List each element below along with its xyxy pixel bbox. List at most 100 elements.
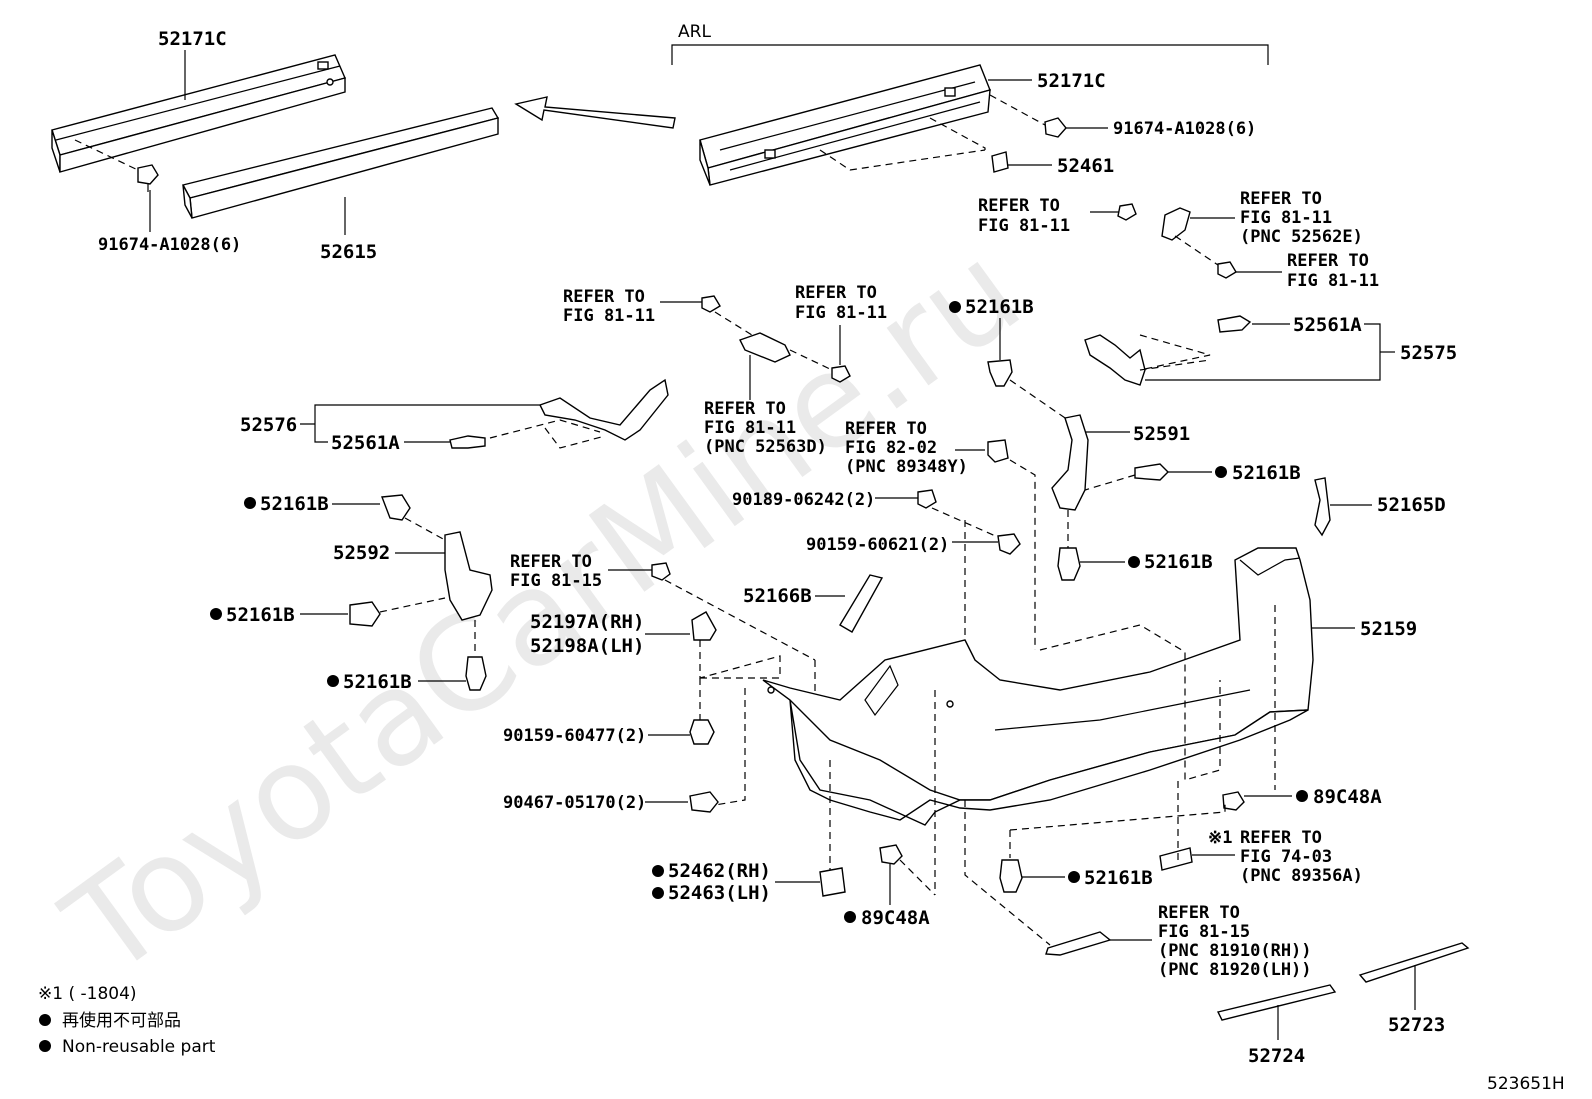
refer-g-line2: FIG 82-02 bbox=[845, 438, 937, 458]
part-reinforcement-left bbox=[51, 54, 346, 173]
clip-90467-icon bbox=[689, 791, 719, 813]
non-reusable-marker bbox=[949, 301, 961, 313]
part-52462-cap bbox=[819, 867, 846, 897]
label-52576: 52576 bbox=[240, 414, 297, 436]
part-bracket-89348y bbox=[987, 439, 1009, 463]
label-52461: 52461 bbox=[1057, 155, 1114, 177]
refer-f-line3: (PNC 52563D) bbox=[704, 437, 827, 457]
refer-j-line4: (PNC 81920(LH)) bbox=[1158, 960, 1312, 980]
label-52723: 52723 bbox=[1388, 1014, 1445, 1036]
label-52197a: 52197A(RH) bbox=[530, 611, 644, 633]
label-52171c-right: 52171C bbox=[1037, 70, 1106, 92]
non-reusable-marker bbox=[244, 497, 256, 509]
label-52463: 52463(LH) bbox=[668, 882, 771, 904]
bolt-icon bbox=[831, 365, 851, 383]
arrow-icon bbox=[514, 96, 676, 129]
bolt-91674-left bbox=[137, 164, 159, 192]
refer-i-line2: FIG 74-03 bbox=[1240, 847, 1332, 867]
refer-i-line1: REFER TO bbox=[1240, 828, 1322, 848]
label-52592: 52592 bbox=[333, 542, 390, 564]
part-reinforcement-right bbox=[699, 64, 991, 186]
label-52561a-left: 52561A bbox=[331, 432, 400, 454]
refer-j-line3: (PNC 81910(RH)) bbox=[1158, 941, 1312, 961]
label-52198a: 52198A(LH) bbox=[530, 635, 644, 657]
non-reusable-marker bbox=[652, 865, 664, 877]
refer-i-line3: (PNC 89356A) bbox=[1240, 866, 1363, 886]
clip-icon bbox=[701, 295, 721, 313]
label-89c48a-right: 89C48A bbox=[1313, 786, 1382, 808]
refer-d-line2: FIG 81-11 bbox=[563, 306, 655, 326]
refer-b-line3: (PNC 52562E) bbox=[1240, 227, 1363, 247]
part-52461 bbox=[991, 151, 1009, 173]
clip-89c48a-icon bbox=[879, 844, 903, 865]
part-bracket-52575 bbox=[1084, 334, 1146, 386]
legend-non-reusable-jp: 再使用不可部品 bbox=[62, 1010, 181, 1031]
non-reusable-marker bbox=[1296, 790, 1308, 802]
part-52166b bbox=[839, 574, 884, 633]
non-reusable-marker bbox=[210, 608, 222, 620]
refer-f-line1: REFER TO bbox=[704, 399, 786, 419]
label-90159-60621: 90159-60621(2) bbox=[806, 535, 949, 555]
non-reusable-marker bbox=[39, 1014, 51, 1026]
refer-i-mark: ※1 bbox=[1208, 828, 1232, 848]
label-89c48a-bottom: 89C48A bbox=[861, 907, 930, 929]
refer-h-line2: FIG 81-15 bbox=[510, 571, 602, 591]
refer-a-line1: REFER TO bbox=[978, 196, 1060, 216]
part-bumper-cover-52159 bbox=[762, 547, 1314, 826]
part-bracket-52563d bbox=[739, 332, 791, 363]
part-52165d bbox=[1314, 477, 1331, 537]
nut-icon bbox=[917, 489, 937, 509]
part-reflector bbox=[1045, 931, 1112, 956]
refer-a-line2: FIG 81-11 bbox=[978, 216, 1070, 236]
clip-52161b-icon bbox=[1134, 463, 1169, 481]
refer-c-line2: FIG 81-11 bbox=[1287, 271, 1379, 291]
label-52615: 52615 bbox=[320, 241, 377, 263]
refer-e-line2: FIG 81-11 bbox=[795, 303, 887, 323]
clip-52161b-icon bbox=[1057, 547, 1081, 581]
label-52724: 52724 bbox=[1248, 1045, 1305, 1067]
label-91674-right: 91674-A1028(6) bbox=[1113, 119, 1256, 139]
label-52462: 52462(RH) bbox=[668, 860, 771, 882]
refer-d-line1: REFER TO bbox=[563, 287, 645, 307]
refer-b-line2: FIG 81-11 bbox=[1240, 208, 1332, 228]
label-52161b-3: 52161B bbox=[1144, 551, 1213, 573]
bolt-52561a-right bbox=[1217, 315, 1252, 333]
bolt-91674-right bbox=[1044, 117, 1067, 138]
part-retainer-52592 bbox=[444, 531, 493, 621]
clip-52161b-icon bbox=[999, 859, 1023, 893]
clip-52197a-icon bbox=[691, 611, 717, 641]
label-52159: 52159 bbox=[1360, 618, 1417, 640]
part-plate-89356a bbox=[1159, 847, 1193, 871]
label-52575: 52575 bbox=[1400, 342, 1457, 364]
label-52161b-2: 52161B bbox=[1232, 462, 1301, 484]
non-reusable-marker bbox=[39, 1040, 51, 1052]
part-bracket-52576 bbox=[539, 378, 669, 441]
refer-g-line1: REFER TO bbox=[845, 419, 927, 439]
clip-icon bbox=[651, 562, 671, 581]
clip-52161b-icon bbox=[381, 494, 411, 521]
label-52165d: 52165D bbox=[1377, 494, 1446, 516]
diagram-code: 523651H bbox=[1487, 1074, 1565, 1094]
label-52171c-left: 52171C bbox=[158, 28, 227, 50]
part-moulding-52723 bbox=[1358, 942, 1470, 983]
screw-90159-60477-icon bbox=[689, 719, 715, 745]
label-52591: 52591 bbox=[1133, 423, 1190, 445]
refer-h-line1: REFER TO bbox=[510, 552, 592, 572]
non-reusable-marker bbox=[844, 911, 856, 923]
non-reusable-marker bbox=[1128, 556, 1140, 568]
label-90159-60477: 90159-60477(2) bbox=[503, 726, 646, 746]
screw-icon bbox=[997, 533, 1021, 555]
part-absorber-52615 bbox=[181, 107, 500, 219]
non-reusable-marker bbox=[1215, 466, 1227, 478]
non-reusable-marker bbox=[652, 887, 664, 899]
label-52161b-7: 52161B bbox=[1084, 867, 1153, 889]
label-90467: 90467-05170(2) bbox=[503, 793, 646, 813]
clip-52161b-icon bbox=[987, 359, 1013, 387]
label-91674-left: 91674-A1028(6) bbox=[98, 235, 241, 255]
clip-icon bbox=[1117, 203, 1137, 221]
label-52166b: 52166B bbox=[743, 585, 812, 607]
legend-non-reusable-en: Non-reusable part bbox=[62, 1037, 216, 1057]
part-moulding-52724 bbox=[1216, 984, 1337, 1021]
refer-e-line1: REFER TO bbox=[795, 283, 877, 303]
